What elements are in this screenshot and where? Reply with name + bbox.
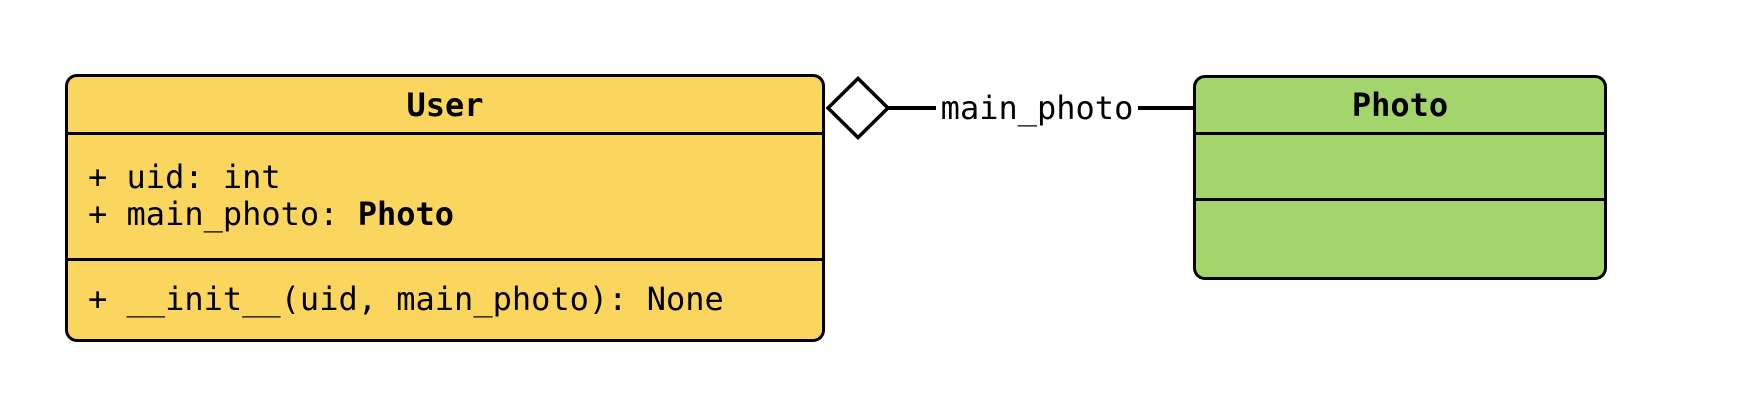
attribute-row-uid: + uid: int: [88, 159, 822, 196]
class-box-photo: Photo: [1193, 75, 1607, 280]
attribute-text: + uid:: [88, 158, 223, 197]
class-methods-photo: [1196, 201, 1604, 278]
relationship-label: main_photo: [940, 89, 1134, 127]
class-header-user: User: [68, 77, 822, 135]
class-attributes-photo: [1196, 135, 1604, 201]
class-header-photo: Photo: [1196, 78, 1604, 135]
class-box-user: User + uid: int + main_photo: Photo + __…: [65, 74, 825, 342]
aggregation-diamond-icon: [826, 76, 890, 140]
class-title-user: User: [406, 85, 484, 124]
attribute-type-class-ref: Photo: [357, 195, 455, 234]
class-methods-user: + __init__(uid, main_photo): None: [68, 261, 822, 340]
class-title-photo: Photo: [1351, 85, 1449, 124]
attribute-type: int: [222, 158, 281, 197]
attribute-text: + main_photo:: [88, 195, 358, 234]
attribute-row-main-photo: + main_photo: Photo: [88, 196, 822, 233]
method-row-init: + __init__(uid, main_photo): None: [88, 280, 724, 319]
class-attributes-user: + uid: int + main_photo: Photo: [68, 135, 822, 261]
relationship-line-segment: [888, 106, 936, 110]
relationship-line-segment: [1138, 106, 1195, 110]
